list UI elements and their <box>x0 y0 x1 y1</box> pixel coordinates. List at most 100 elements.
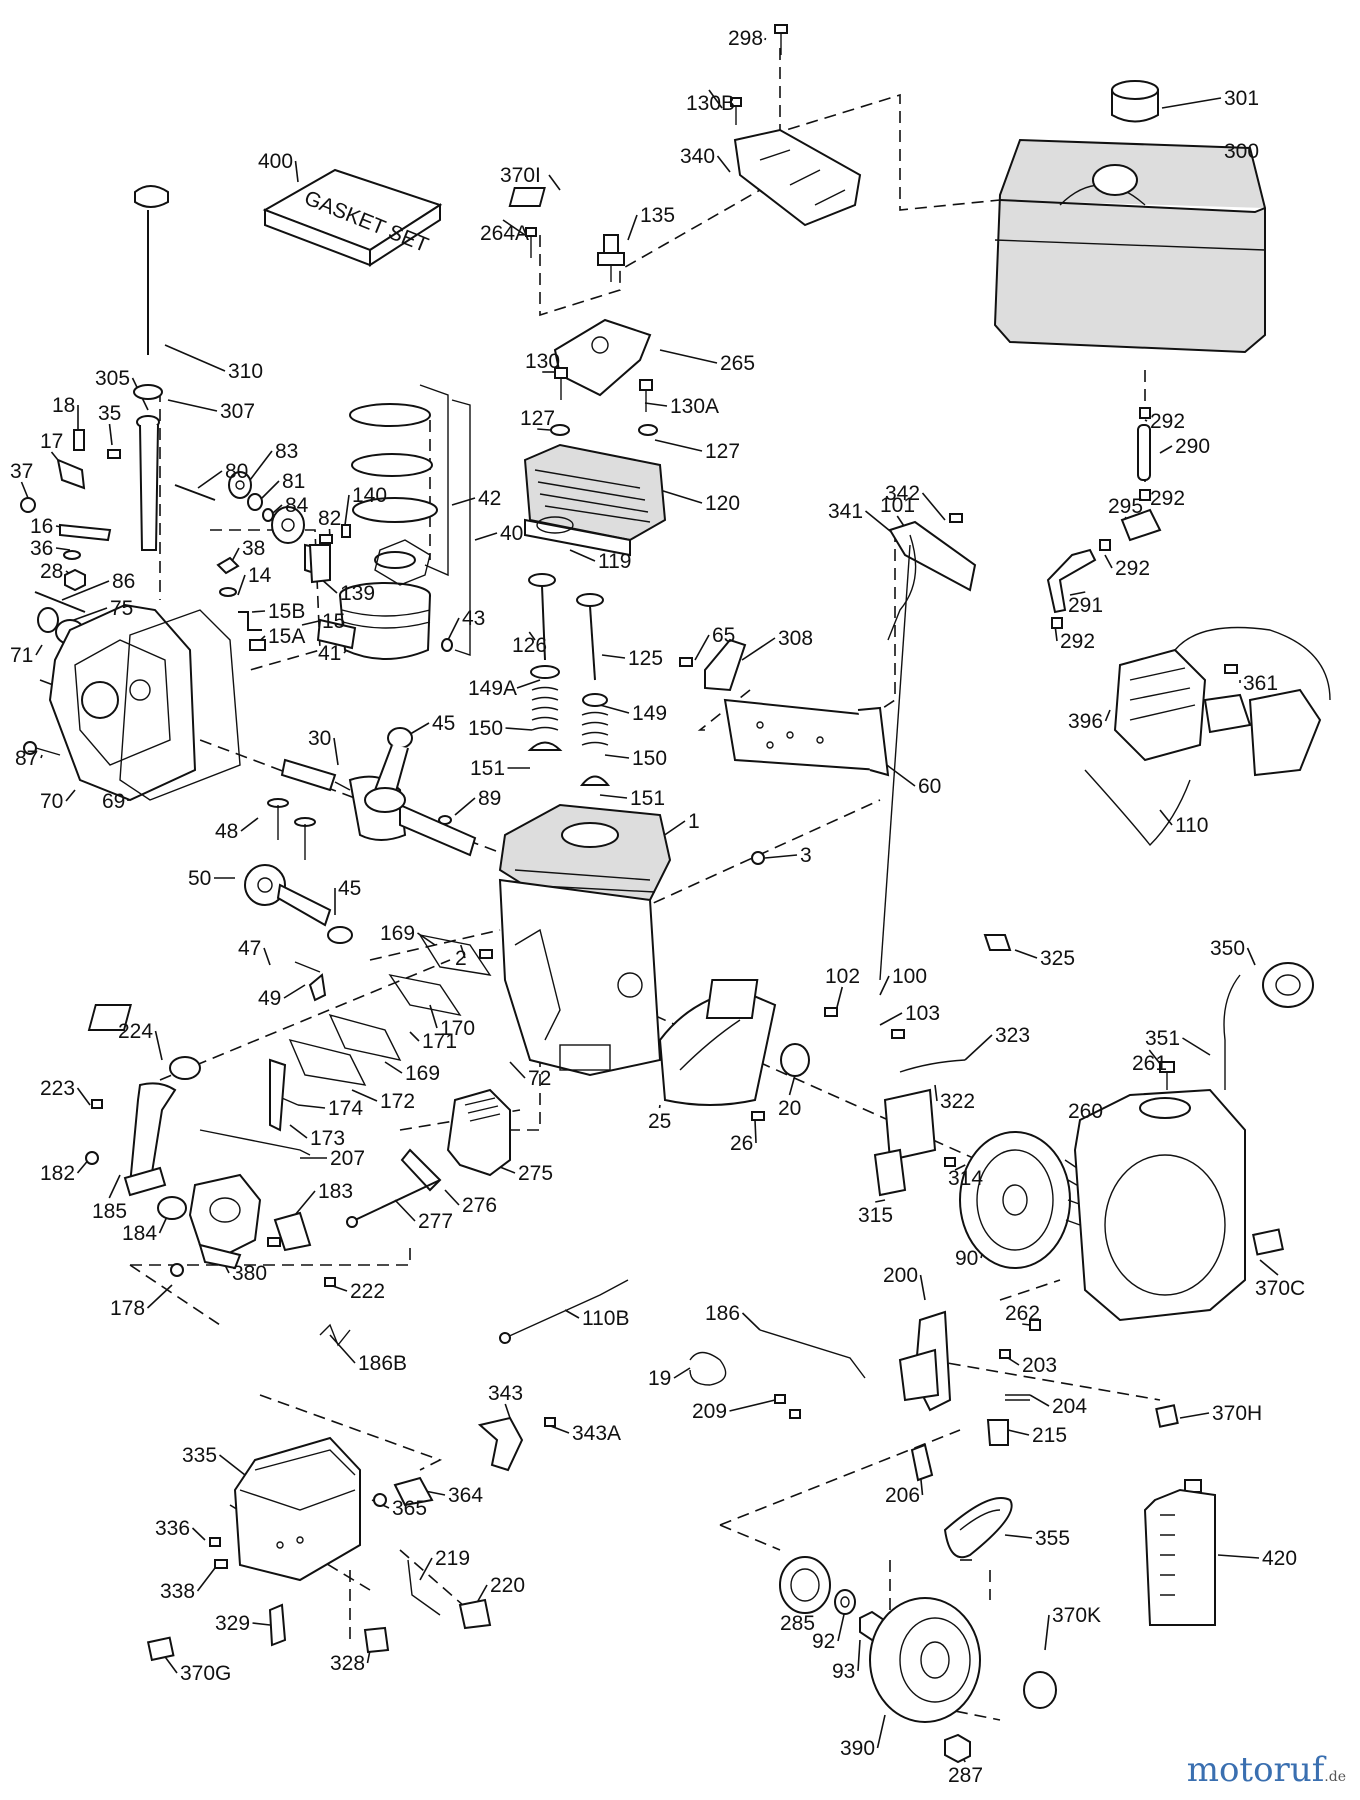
leader-370h <box>1179 1412 1210 1419</box>
callout-380: 380 <box>232 1262 267 1285</box>
callout-169: 169 <box>380 922 415 945</box>
screw-3 <box>751 851 765 865</box>
leader-329 <box>252 1622 271 1626</box>
screw-264a <box>525 227 537 258</box>
leader-298 <box>764 37 767 41</box>
callout-370h: 370H <box>1212 1402 1262 1425</box>
gasket-370i <box>508 187 546 207</box>
callout-200: 200 <box>883 1264 918 1287</box>
callout-169: 169 <box>405 1062 440 1085</box>
spark-plug-135 <box>597 234 625 282</box>
callout-90: 90 <box>955 1247 978 1270</box>
callout-261: 261 <box>1132 1052 1167 1075</box>
callout-103: 103 <box>905 1002 940 1025</box>
leader-204 <box>1029 1394 1050 1407</box>
callout-130a: 130A <box>670 395 719 418</box>
callout-262: 262 <box>1005 1302 1040 1325</box>
leader-183 <box>294 1190 316 1216</box>
leader-276 <box>444 1189 460 1206</box>
leader-2 <box>459 944 466 959</box>
callout-127: 127 <box>520 407 555 430</box>
callout-150: 150 <box>468 717 503 740</box>
callout-15: 15 <box>322 610 345 633</box>
gasket-69 <box>119 609 241 801</box>
governor-linkage <box>20 429 121 592</box>
leader-25 <box>658 1104 661 1109</box>
callout-182: 182 <box>40 1162 75 1185</box>
callout-292: 292 <box>1150 410 1185 433</box>
piston-group-bracket <box>451 399 471 656</box>
leader-92 <box>837 1609 846 1642</box>
leader-86 <box>61 580 110 601</box>
screw-298 <box>774 24 788 55</box>
bracket-340 <box>733 128 862 227</box>
callout-110: 110 <box>1175 814 1208 837</box>
fuel-tank-300 <box>993 138 1266 354</box>
callout-84: 84 <box>285 494 309 517</box>
callout-80: 80 <box>225 460 248 483</box>
callout-206: 206 <box>885 1484 920 1507</box>
callout-3: 3 <box>800 844 812 867</box>
callout-119: 119 <box>598 550 631 573</box>
callout-72: 72 <box>528 1067 551 1090</box>
leader-291 <box>1069 591 1086 596</box>
callout-leader-lines <box>20 37 1279 1763</box>
leader-370c <box>1259 1259 1279 1276</box>
callout-215: 215 <box>1032 1424 1067 1447</box>
callout-70: 70 <box>40 790 63 813</box>
leader-200 <box>919 1274 926 1301</box>
leader-186 <box>741 1312 761 1331</box>
leader-322 <box>934 1084 938 1102</box>
lower-rod-parts <box>294 926 353 1002</box>
screws-336-338 <box>209 1537 287 1647</box>
callout-69: 69 <box>102 790 125 813</box>
bracket-364 <box>373 1476 434 1507</box>
fuel-cap-301 <box>1111 80 1159 123</box>
callout-49: 49 <box>258 987 281 1010</box>
leader-265 <box>659 349 718 364</box>
callout-89: 89 <box>478 787 501 810</box>
callout-305: 305 <box>95 367 130 390</box>
callout-17: 17 <box>40 430 63 453</box>
callout-365: 365 <box>392 1497 427 1520</box>
callout-174: 174 <box>328 1097 363 1120</box>
small-parts-15 <box>216 556 266 651</box>
callout-307: 307 <box>220 400 255 423</box>
callout-390: 390 <box>840 1737 875 1760</box>
callout-50: 50 <box>188 867 211 890</box>
callout-149a: 149A <box>468 677 517 700</box>
intake-manifold <box>85 1056 201 1197</box>
primer-350 <box>1262 962 1314 1008</box>
leader-30 <box>333 737 339 766</box>
callout-184: 184 <box>122 1222 157 1245</box>
callout-60: 60 <box>918 775 941 798</box>
electric-starter-396 <box>1113 626 1331 777</box>
callout-87: 87 <box>15 747 38 770</box>
leader-355 <box>1004 1534 1033 1539</box>
leader-224 <box>154 1030 163 1061</box>
callout-186: 186 <box>705 1302 740 1325</box>
callout-185: 185 <box>92 1200 127 1223</box>
callout-222: 222 <box>350 1280 385 1303</box>
callout-342: 342 <box>885 482 920 505</box>
callout-81: 81 <box>282 470 305 493</box>
callout-219: 219 <box>435 1547 470 1570</box>
leader-174 <box>297 1104 326 1109</box>
leader-301 <box>1161 97 1222 109</box>
callout-48: 48 <box>215 820 238 843</box>
callout-151: 151 <box>630 787 665 810</box>
blower-housing-260 <box>1073 1088 1246 1322</box>
carburetor-380 <box>157 1173 312 1270</box>
part-328 <box>363 1626 390 1654</box>
leader-171 <box>409 1031 420 1042</box>
recoil-starter-group <box>779 1556 1057 1764</box>
callout-120: 120 <box>705 492 740 515</box>
callout-16: 16 <box>30 515 53 538</box>
spring-186b <box>319 1323 351 1347</box>
callout-1: 1 <box>688 810 700 833</box>
leader-100 <box>879 975 890 996</box>
leader-15 <box>301 620 320 626</box>
leader-14 <box>237 574 246 596</box>
leader-83 <box>249 450 273 481</box>
